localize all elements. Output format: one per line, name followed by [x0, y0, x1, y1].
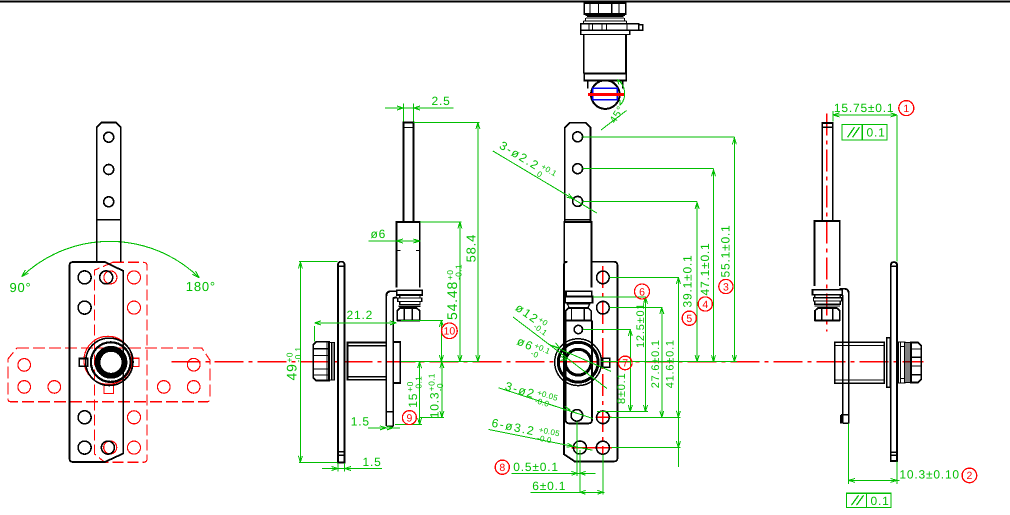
svg-text:180°: 180° — [186, 279, 216, 294]
svg-text:+0: +0 — [445, 270, 455, 280]
svg-text:49: 49 — [284, 363, 300, 380]
svg-text:15.75±0.1: 15.75±0.1 — [834, 101, 895, 115]
svg-text:10.3±0.10: 10.3±0.10 — [899, 468, 960, 482]
svg-text:0.1: 0.1 — [867, 126, 886, 140]
svg-text:41.6±0.1: 41.6±0.1 — [664, 339, 676, 388]
svg-text:4: 4 — [702, 299, 708, 311]
svg-text:10.3: 10.3 — [428, 392, 442, 419]
svg-text:21.2: 21.2 — [347, 308, 374, 322]
svg-text:8: 8 — [499, 462, 505, 474]
svg-text:ø6: ø6 — [515, 334, 536, 354]
svg-text:+0.1: +0.1 — [427, 373, 437, 391]
svg-text:55.1±0.1: 55.1±0.1 — [719, 224, 733, 277]
svg-text:+0: +0 — [405, 381, 415, 391]
svg-text:47.1±0.1: 47.1±0.1 — [698, 242, 712, 295]
svg-text:27.6±0.1: 27.6±0.1 — [650, 339, 662, 388]
svg-text:-0: -0 — [529, 349, 540, 360]
svg-text:3: 3 — [723, 281, 729, 293]
svg-text:ø6: ø6 — [371, 227, 387, 241]
svg-text:0: 0 — [535, 169, 544, 179]
svg-text:1.5: 1.5 — [363, 455, 382, 469]
svg-text:-0.1: -0.1 — [414, 376, 424, 392]
svg-text:8±0.1: 8±0.1 — [616, 373, 628, 404]
svg-text:0.1: 0.1 — [871, 494, 890, 508]
svg-text:1: 1 — [903, 103, 909, 115]
svg-text:6±0.1: 6±0.1 — [532, 479, 566, 493]
svg-text:-0.0: -0.0 — [536, 433, 552, 445]
svg-text:10: 10 — [444, 326, 456, 338]
svg-text:-0.1: -0.1 — [293, 347, 303, 363]
svg-text:15: 15 — [406, 393, 420, 408]
svg-text:1.5: 1.5 — [351, 415, 370, 429]
svg-text:12.5±01: 12.5±01 — [635, 303, 647, 348]
svg-text:+0.05: +0.05 — [538, 425, 561, 438]
svg-text:7: 7 — [622, 358, 628, 370]
svg-text:90°: 90° — [10, 280, 32, 295]
svg-text:9: 9 — [406, 412, 412, 424]
svg-text:2: 2 — [966, 470, 972, 482]
svg-text:+0: +0 — [284, 352, 294, 362]
svg-text:58.4: 58.4 — [464, 234, 479, 263]
svg-text:-0: -0 — [435, 383, 445, 391]
svg-text:5: 5 — [686, 313, 692, 325]
svg-text:-0.1: -0.1 — [454, 264, 464, 280]
svg-text:39.1±0.1: 39.1±0.1 — [681, 254, 695, 307]
svg-text:2.5: 2.5 — [432, 94, 451, 108]
svg-text:-0.0: -0.0 — [534, 396, 551, 409]
svg-text:0.5±0.1: 0.5±0.1 — [513, 460, 559, 474]
svg-text:6: 6 — [639, 286, 645, 298]
svg-text:54.48: 54.48 — [444, 281, 460, 320]
